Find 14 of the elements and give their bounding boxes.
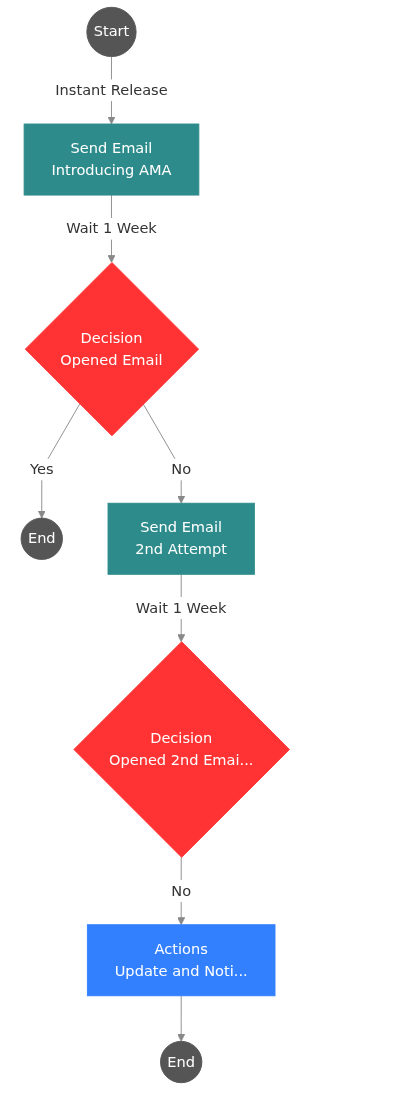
node-circle: End bbox=[20, 517, 63, 560]
node-box: Send Email 2nd Attempt bbox=[107, 502, 255, 575]
edge-label: Wait 1 Week bbox=[135, 598, 227, 617]
node-diamond: Decision Opened 2nd Emai... bbox=[73, 641, 290, 858]
edge-label: Instant Release bbox=[55, 81, 168, 99]
edge-label: Wait 1 Week bbox=[66, 219, 157, 237]
edge-label: No bbox=[171, 881, 192, 900]
node-box: Send Email Introducing AMA bbox=[23, 123, 200, 196]
node-circle: End bbox=[160, 1040, 203, 1084]
node-circle: Start bbox=[86, 6, 137, 58]
edge-label: No bbox=[171, 460, 192, 478]
node-diamond: Decision Opened Email bbox=[24, 262, 200, 437]
node-box: Actions Update and Noti... bbox=[86, 924, 276, 997]
edge-label: Yes bbox=[30, 460, 54, 478]
